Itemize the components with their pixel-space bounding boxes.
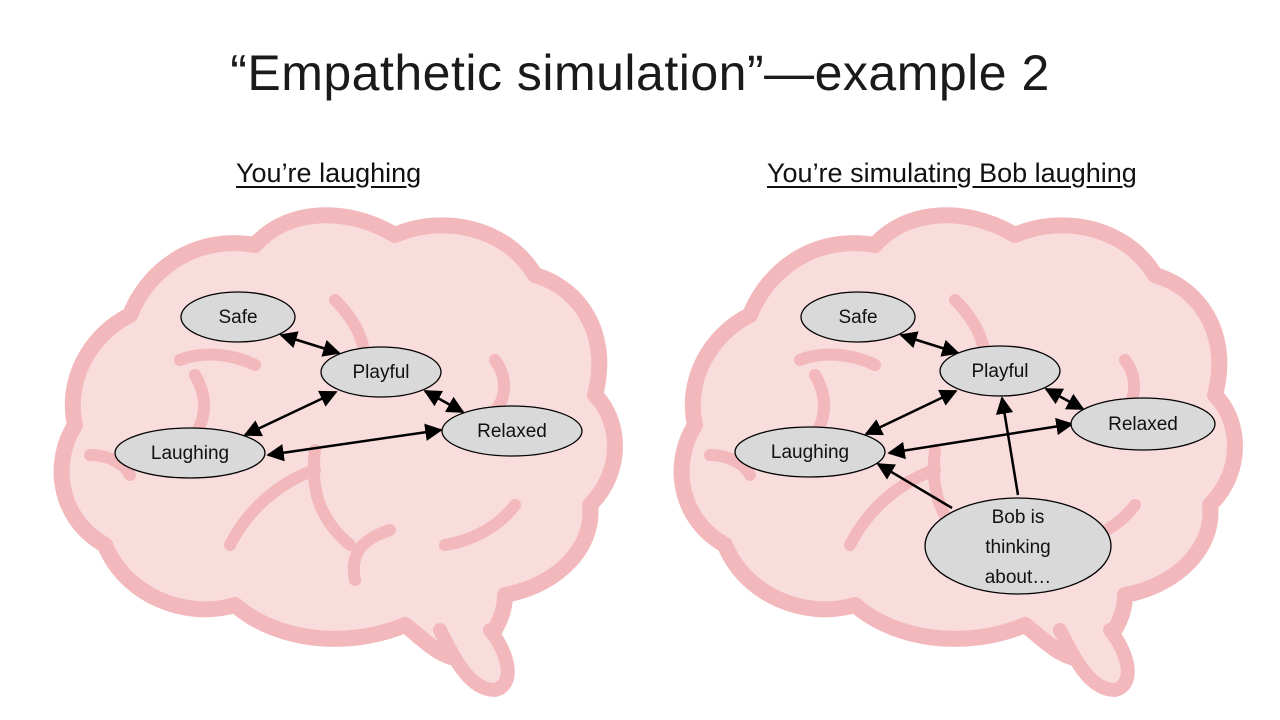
left-node-playful: Playful	[320, 346, 442, 398]
arrow-bob-playful	[995, 396, 1020, 496]
right-node-safe: Safe	[800, 291, 916, 343]
node-label-line: about…	[985, 567, 1052, 588]
left-brain-fold	[174, 348, 261, 371]
left-node-relaxed: Relaxed	[441, 405, 583, 457]
arrow-playful-laughing	[243, 390, 338, 437]
right-node-relaxed: Relaxed	[1070, 397, 1216, 451]
left-brain-stem	[433, 623, 515, 698]
node-label: Playful	[971, 361, 1028, 382]
arrow-safe-playful	[899, 331, 960, 357]
arrow-laughing-relaxed	[887, 417, 1074, 460]
node-label-line: thinking	[985, 537, 1051, 558]
node-label: Safe	[218, 307, 257, 328]
left-brain-fold	[224, 464, 321, 551]
left-node-safe: Safe	[180, 291, 296, 343]
node-label: Relaxed	[1108, 414, 1178, 435]
right-brain-stem	[1053, 623, 1135, 698]
left-brain-fold	[307, 444, 356, 551]
node-label: Laughing	[771, 442, 849, 463]
right-node-laughing: Laughing	[734, 426, 886, 478]
node-label: Relaxed	[477, 421, 547, 442]
arrow-bob-laughing	[876, 462, 953, 510]
right-brain-fold	[844, 464, 941, 551]
arrow-playful-relaxed	[423, 389, 465, 414]
node-label: Safe	[838, 307, 877, 328]
right-node-bob-thinking: Bob is thinking about…	[924, 497, 1112, 595]
node-label: Laughing	[151, 443, 229, 464]
right-brain-fold	[794, 348, 881, 371]
left-panel-heading: You’re laughing	[236, 158, 422, 188]
node-label: Playful	[352, 362, 409, 383]
right-brain-fold	[704, 449, 756, 481]
arrow-playful-relaxed	[1044, 387, 1085, 411]
arrow-safe-playful	[279, 331, 341, 357]
arrow-playful-laughing	[864, 389, 958, 436]
left-brain-fold	[347, 524, 396, 586]
left-node-laughing: Laughing	[114, 427, 266, 479]
right-panel-heading: You’re simulating Bob laughing	[767, 158, 1137, 188]
left-brain-fold	[439, 499, 521, 551]
node-label-line: Bob is	[992, 507, 1045, 528]
left-brain-fold	[84, 449, 136, 481]
arrow-laughing-relaxed	[266, 423, 443, 462]
slide-title: “Empathetic simulation”—example 2	[230, 45, 1050, 101]
right-node-playful: Playful	[939, 345, 1061, 397]
